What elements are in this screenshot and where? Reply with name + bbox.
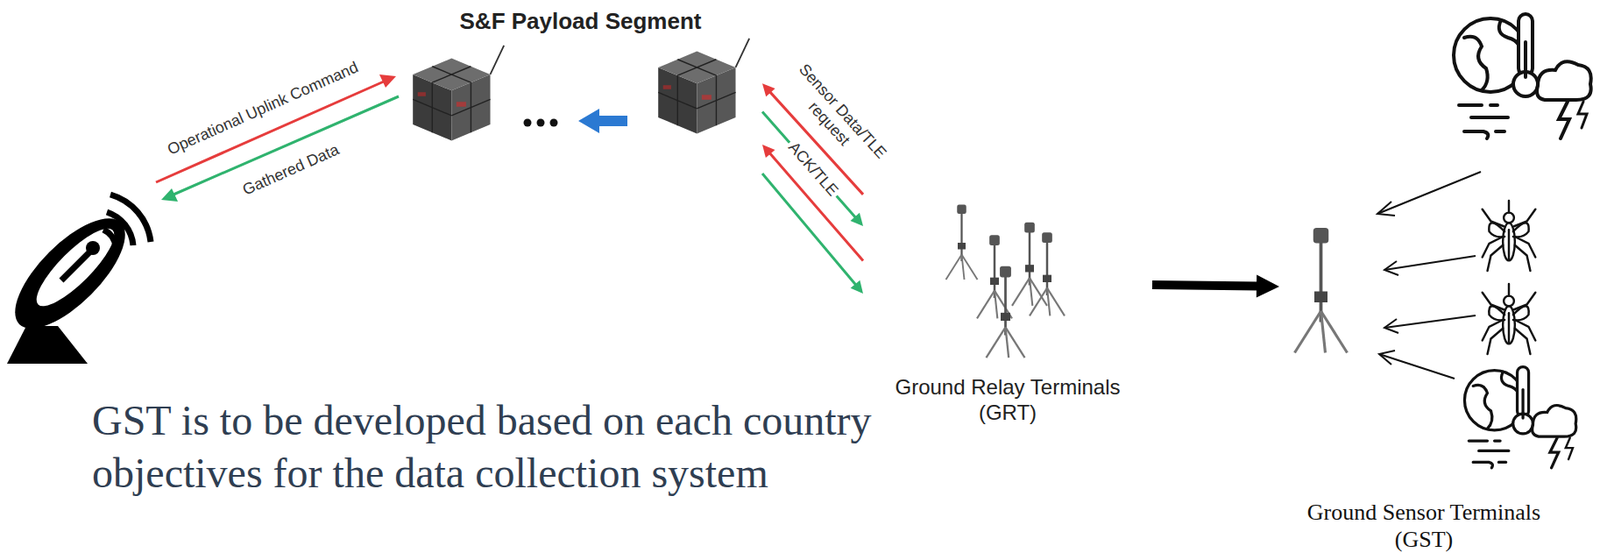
- arrow-head: [1256, 275, 1280, 298]
- sensor-terminal: Ground Sensor Terminals (GST): [1279, 210, 1569, 557]
- payload-segment: S&F Payload Segment: [398, 4, 763, 193]
- connector: [762, 173, 864, 294]
- relay-terminal-group: Ground Relay Terminals (GRT): [863, 188, 1153, 430]
- connector: [1152, 275, 1280, 298]
- node-label: S&F Payload Segment: [460, 7, 702, 36]
- arrow-head: [762, 83, 776, 97]
- node-label: Ground Relay Terminals (GRT): [876, 375, 1140, 426]
- arrow-head: [849, 212, 864, 227]
- arrow-head: [762, 144, 775, 158]
- edge-label: ACK/TLE: [782, 135, 843, 201]
- node-label: Ground Sensor Terminals (GST): [1292, 498, 1556, 553]
- link-label: Gathered Data: [240, 140, 342, 199]
- connector-line: [1152, 284, 1260, 287]
- note-text: GST is to be developed based on each cou…: [92, 394, 951, 500]
- arrow-head: [850, 280, 864, 294]
